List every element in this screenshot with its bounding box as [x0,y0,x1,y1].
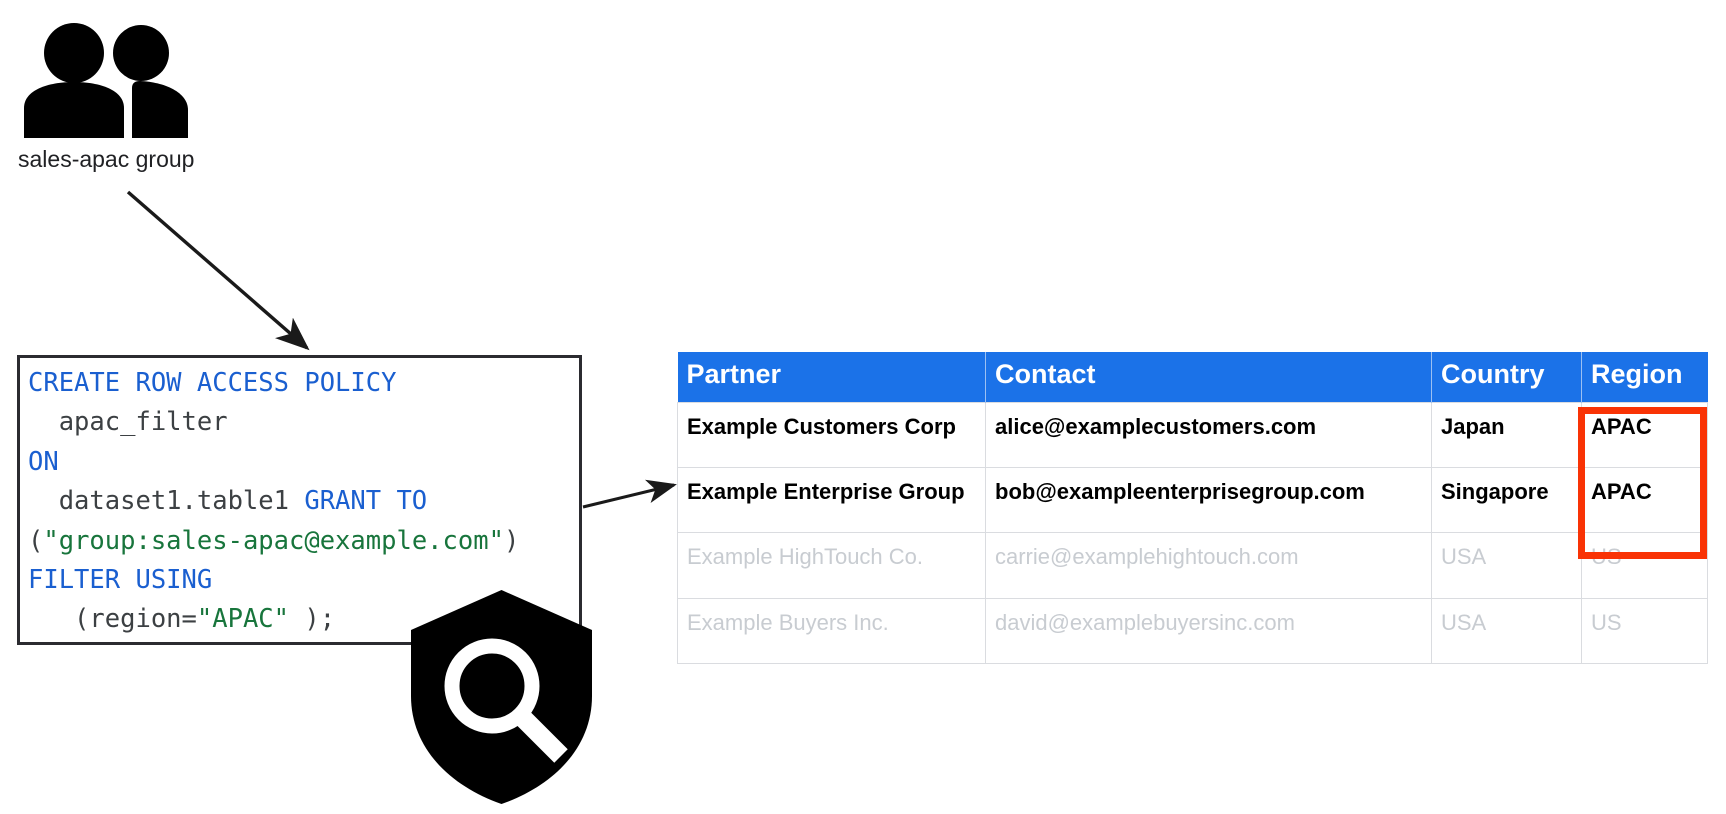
table-row[interactable]: Example Customers Corp alice@examplecust… [677,402,1708,469]
cell-contact: carrie@examplehightouch.com [985,532,1432,599]
table-row[interactable]: Example Buyers Inc. david@examplebuyersi… [677,597,1708,664]
column-header-partner[interactable]: Partner [677,352,986,403]
cell-region: US [1581,597,1708,664]
cell-country: USA [1431,532,1582,599]
cell-region: APAC [1581,402,1708,469]
group-node: sales-apac group [18,20,238,174]
cell-partner: Example Customers Corp [677,402,986,469]
sql-code-text: CREATE ROW ACCESS POLICY apac_filter ON … [28,368,520,635]
column-header-contact[interactable]: Contact [985,352,1432,403]
cell-country: Singapore [1431,467,1582,534]
row-access-policy-code-box: CREATE ROW ACCESS POLICY apac_filter ON … [17,355,582,645]
column-header-region[interactable]: Region [1581,352,1708,403]
table-row[interactable]: Example HighTouch Co. carrie@examplehigh… [677,532,1708,599]
table-header-row: Partner Contact Country Region [677,352,1708,403]
table-body: Example Customers Corp alice@examplecust… [677,402,1708,664]
cell-country: USA [1431,597,1582,664]
cell-contact: alice@examplecustomers.com [985,402,1432,469]
cell-contact: bob@exampleenterprisegroup.com [985,467,1432,534]
cell-partner: Example Enterprise Group [677,467,986,534]
cell-region: US [1581,532,1708,599]
cell-contact: david@examplebuyersinc.com [985,597,1432,664]
policy-to-table-arrow [582,479,677,509]
table-row[interactable]: Example Enterprise Group bob@exampleente… [677,467,1708,534]
shield-search-icon [411,590,592,804]
cell-country: Japan [1431,402,1582,469]
cell-partner: Example Buyers Inc. [677,597,986,664]
column-header-country[interactable]: Country [1431,352,1582,403]
partner-table: Partner Contact Country Region Example C… [677,352,1708,664]
people-group-icon [24,23,188,138]
group-label: sales-apac group [18,146,195,172]
cell-partner: Example HighTouch Co. [677,532,986,599]
group-to-policy-arrow [126,190,310,351]
cell-region: APAC [1581,467,1708,534]
